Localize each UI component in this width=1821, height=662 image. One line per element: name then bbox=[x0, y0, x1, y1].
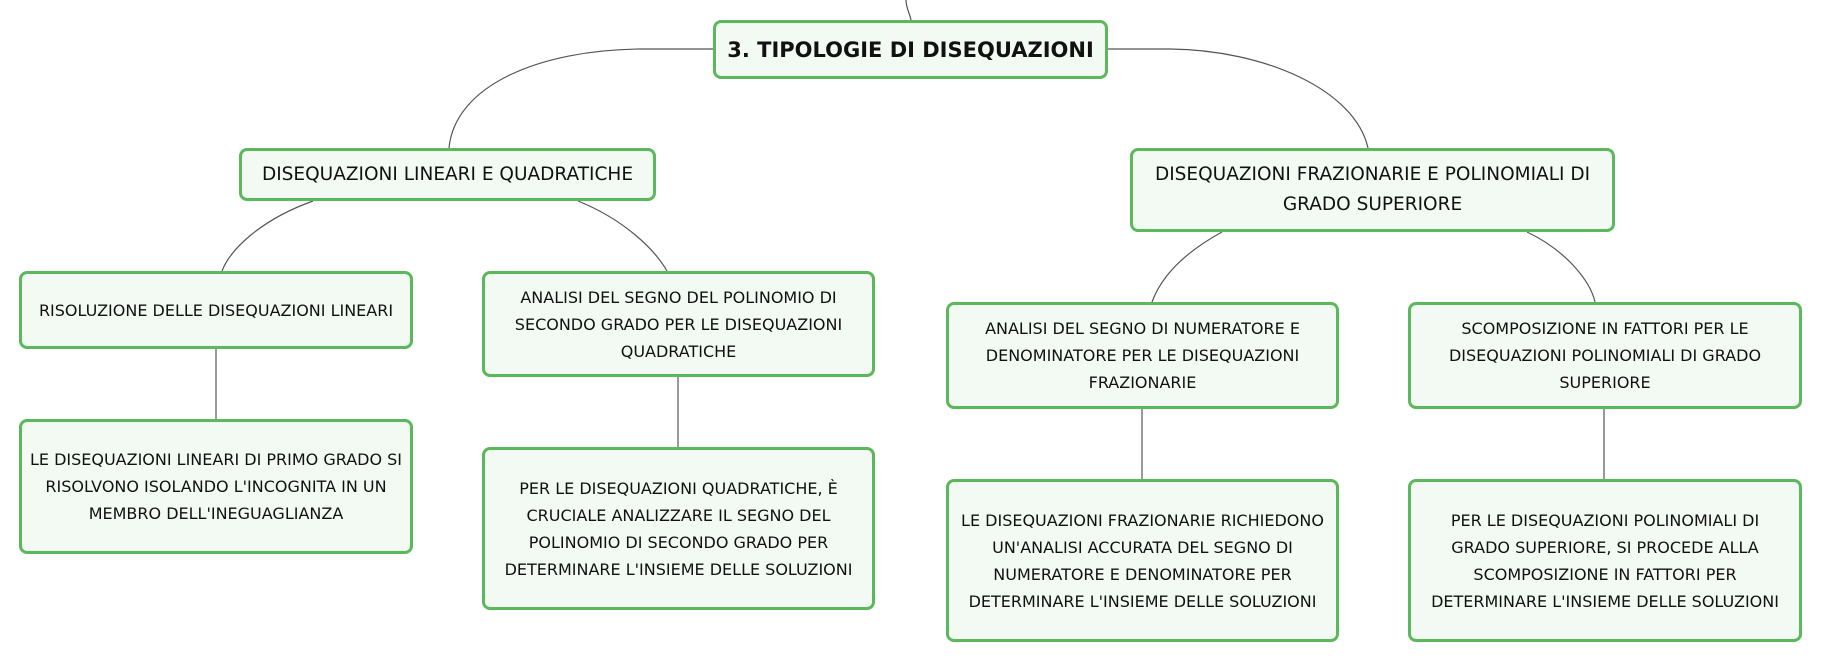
connector-branch-1-to-leaf-2 bbox=[577, 200, 668, 272]
leaf-topic-label: RISOLUZIONE DELLE DISEQUAZIONI LINEARI bbox=[38, 300, 394, 320]
detail-topic-2[interactable]: PER LE DISEQUAZIONI QUADRATICHE, È CRUCI… bbox=[482, 447, 875, 610]
connector-root-to-branch-1 bbox=[448, 48, 713, 149]
leaf-topic-3[interactable]: ANALISI DEL SEGNO DI NUMERATORE E DENOMI… bbox=[946, 302, 1339, 409]
leaf-topic-label: SCOMPOSIZIONE IN FATTORI PER LE DISEQUAZ… bbox=[1448, 319, 1762, 392]
leaf-topic-2[interactable]: ANALISI DEL SEGNO DEL POLINOMIO DI SECON… bbox=[482, 271, 875, 377]
leaf-topic-label: ANALISI DEL SEGNO DI NUMERATORE E DENOMI… bbox=[985, 319, 1300, 392]
detail-topic-label: PER LE DISEQUAZIONI POLINOMIALI DI GRADO… bbox=[1431, 510, 1779, 611]
root-topic-label: 3. TIPOLOGIE DI DISEQUAZIONI bbox=[727, 37, 1094, 62]
connector-branch-2-to-leaf-4 bbox=[1526, 231, 1596, 303]
detail-topic-1[interactable]: LE DISEQUAZIONI LINEARI DI PRIMO GRADO S… bbox=[19, 419, 413, 554]
connector-parent-to-root bbox=[905, 0, 912, 21]
connector-branch-2-to-leaf-3 bbox=[1151, 231, 1223, 303]
detail-topic-label: PER LE DISEQUAZIONI QUADRATICHE, È CRUCI… bbox=[504, 478, 853, 579]
branch-topic-label: DISEQUAZIONI LINEARI E QUADRATICHE bbox=[261, 163, 634, 185]
connector-root-to-branch-2 bbox=[1108, 48, 1369, 149]
detail-topic-4[interactable]: PER LE DISEQUAZIONI POLINOMIALI DI GRADO… bbox=[1408, 479, 1802, 642]
connector-branch-1-to-leaf-1 bbox=[221, 200, 314, 272]
leaf-topic-label: ANALISI DEL SEGNO DEL POLINOMIO DI SECON… bbox=[514, 287, 843, 361]
leaf-topic-1[interactable]: RISOLUZIONE DELLE DISEQUAZIONI LINEARI bbox=[19, 271, 413, 349]
detail-topic-label: LE DISEQUAZIONI FRAZIONARIE RICHIEDONO U… bbox=[961, 510, 1324, 611]
branch-topic-2[interactable]: DISEQUAZIONI FRAZIONARIE E POLINOMIALI D… bbox=[1130, 148, 1615, 232]
leaf-topic-4[interactable]: SCOMPOSIZIONE IN FATTORI PER LE DISEQUAZ… bbox=[1408, 302, 1802, 409]
detail-topic-3[interactable]: LE DISEQUAZIONI FRAZIONARIE RICHIEDONO U… bbox=[946, 479, 1339, 642]
root-topic[interactable]: 3. TIPOLOGIE DI DISEQUAZIONI bbox=[713, 20, 1108, 79]
detail-topic-label: LE DISEQUAZIONI LINEARI DI PRIMO GRADO S… bbox=[29, 450, 403, 523]
branch-topic-label: DISEQUAZIONI FRAZIONARIE E POLINOMIALI D… bbox=[1154, 164, 1591, 215]
branch-topic-1[interactable]: DISEQUAZIONI LINEARI E QUADRATICHE bbox=[239, 148, 656, 201]
